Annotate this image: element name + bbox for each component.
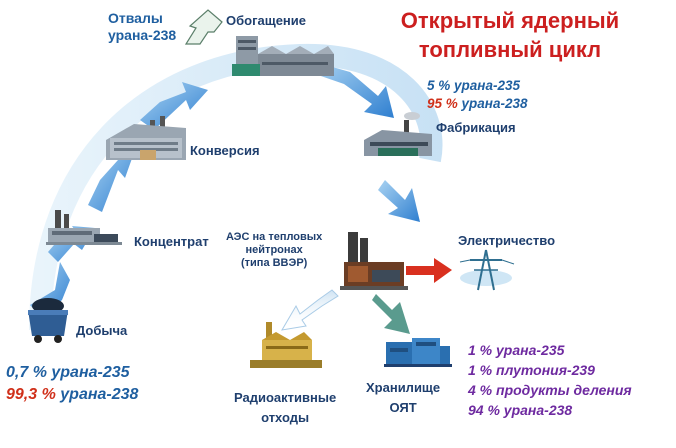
spent-fuel-line: 94 % урана-238 — [468, 402, 573, 418]
fabrication-u235-pct: 5 % — [427, 78, 451, 93]
mining-u235-line: 0,7 % урана-235 — [6, 362, 138, 384]
tailings-label: Отвалы урана-238 — [108, 10, 176, 44]
spent-fuel-line: 1 % плутония-239 — [468, 362, 595, 378]
spent-fuel-line: 4 % продукты деления — [468, 382, 632, 398]
mining-u235-name: урана-235 — [51, 364, 130, 381]
npp-label: АЭС на тепловых нейтронах (типа ВВЭР) — [226, 231, 322, 270]
nuclear-plant-icon — [340, 232, 408, 290]
fabrication-u238-name: урана-238 — [461, 96, 528, 111]
mining-label: Добыча — [76, 323, 128, 338]
storage-arrow — [372, 294, 410, 334]
power-pylon-icon — [459, 249, 515, 291]
enrichment-plant-icon — [232, 36, 334, 76]
cycle-arrow — [140, 82, 208, 130]
mining-composition: 0,7 % урана-235 99,3 % урана-238 — [6, 362, 138, 406]
fabrication-u238-line: 95 % урана-238 — [427, 95, 528, 113]
radwaste-arrow — [281, 289, 339, 331]
electricity-arrow — [406, 258, 452, 283]
concentrate-plant-icon — [46, 210, 122, 245]
radwaste-label: Радиоактивные отходы — [234, 388, 336, 428]
tailings-label-line: Отвалы — [108, 10, 163, 26]
fabrication-u238-pct: 95 % — [427, 96, 458, 111]
fabrication-label: Фабрикация — [436, 120, 516, 135]
fabrication-plant-icon — [364, 112, 432, 156]
title-line: топливный цикл — [418, 37, 602, 62]
spent-fuel-composition: 1 % урана-235 1 % плутония-239 4 % проду… — [468, 340, 632, 420]
enrichment-label: Обогащение — [226, 13, 306, 28]
npp-label-line: (типа ВВЭР) — [240, 257, 308, 269]
storage-label-line: Хранилище — [366, 380, 441, 395]
cycle-arrow — [88, 150, 135, 212]
diagram-title: Открытый ядерный топливный цикл — [376, 6, 644, 64]
spent-fuel-line: 1 % урана-235 — [468, 342, 565, 358]
mining-u238-name: урана-238 — [60, 386, 139, 403]
conversion-label: Конверсия — [190, 143, 260, 158]
radwaste-plant-icon — [250, 322, 322, 368]
mining-u238-line: 99,3 % урана-238 — [6, 384, 138, 406]
cycle-arrow — [378, 180, 420, 222]
radwaste-label-line: отходы — [261, 410, 310, 425]
fabrication-u235-name: урана-235 — [454, 78, 520, 93]
electricity-label: Электричество — [458, 233, 556, 248]
radwaste-label-line: Радиоактивные — [234, 390, 337, 405]
mining-u235-pct: 0,7 % — [6, 364, 47, 381]
cycle-arrow — [315, 62, 394, 118]
fabrication-u235-line: 5 % урана-235 — [427, 77, 528, 95]
fabrication-composition: 5 % урана-235 95 % урана-238 — [427, 77, 528, 113]
npp-label-line: нейтронах — [245, 244, 303, 256]
concentrate-label: Концентрат — [134, 234, 209, 249]
storage-facility-icon — [384, 338, 452, 367]
storage-label-line: ОЯТ — [389, 400, 417, 415]
tailings-label-line: урана-238 — [108, 27, 177, 43]
mining-u238-pct: 99,3 % — [6, 386, 56, 403]
title-line: Открытый ядерный — [400, 8, 620, 33]
conversion-plant-icon — [106, 116, 186, 160]
storage-label: Хранилище ОЯТ — [366, 378, 440, 418]
npp-label-line: АЭС на тепловых — [226, 231, 323, 243]
tailings-arrow — [184, 9, 223, 45]
mine-cart-icon — [28, 298, 68, 343]
